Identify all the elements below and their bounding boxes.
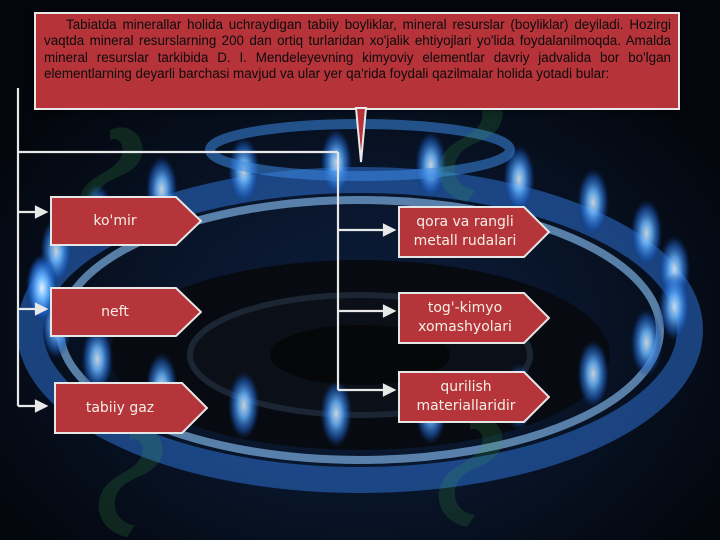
flame-jet (320, 379, 353, 448)
mineral-box-metall-rudalari: qora va rangli metall rudalari (398, 206, 550, 258)
arrow-head (34, 302, 49, 316)
flame-jet (503, 144, 535, 213)
mineral-box-komir: ko'mir (50, 196, 202, 246)
mineral-label: neft (101, 303, 129, 320)
flame-jet (577, 168, 610, 237)
pentagon-arrow-shape (50, 196, 202, 246)
flame-jet (577, 339, 610, 408)
description-callout: Tabiatda minerallar holida uchraydigan t… (34, 12, 680, 110)
arrow-head (34, 399, 49, 413)
pentagon-arrow-shape (398, 292, 550, 344)
flame-jet (630, 308, 663, 377)
mineral-box-qurilish-materiallari: qurilish materiallaridir (398, 371, 550, 423)
flame-jet (227, 371, 260, 440)
mineral-box-neft: neft (50, 287, 202, 337)
mineral-label: qora va rangli metall rudalari (413, 214, 517, 249)
pentagon-arrow-shape (50, 287, 202, 337)
pentagon-arrow-shape (398, 206, 550, 258)
arrow-head (382, 304, 397, 318)
flame-jet (630, 199, 663, 268)
flame-jet (658, 272, 691, 341)
flame-jet (81, 325, 114, 393)
description-text: Tabiatda minerallar holida uchraydigan t… (44, 17, 671, 82)
mineral-label: tog'-kimyo xomashyolari (418, 300, 512, 335)
arrow-head (34, 205, 49, 219)
arrow-head (382, 223, 397, 237)
mineral-label: tabiiy gaz (85, 399, 155, 416)
flame-jet (414, 131, 447, 200)
pentagon-arrow-shape (398, 371, 550, 423)
mineral-box-tabiiy-gaz: tabiiy gaz (54, 382, 208, 434)
mineral-label: qurilish materiallaridir (416, 379, 516, 414)
arrow-head (382, 383, 397, 397)
pentagon-arrow-shape (54, 382, 208, 434)
mineral-label: ko'mir (93, 212, 137, 229)
mineral-box-tog-kimyo: tog'-kimyo xomashyolari (398, 292, 550, 344)
callout-pointer (354, 107, 368, 163)
